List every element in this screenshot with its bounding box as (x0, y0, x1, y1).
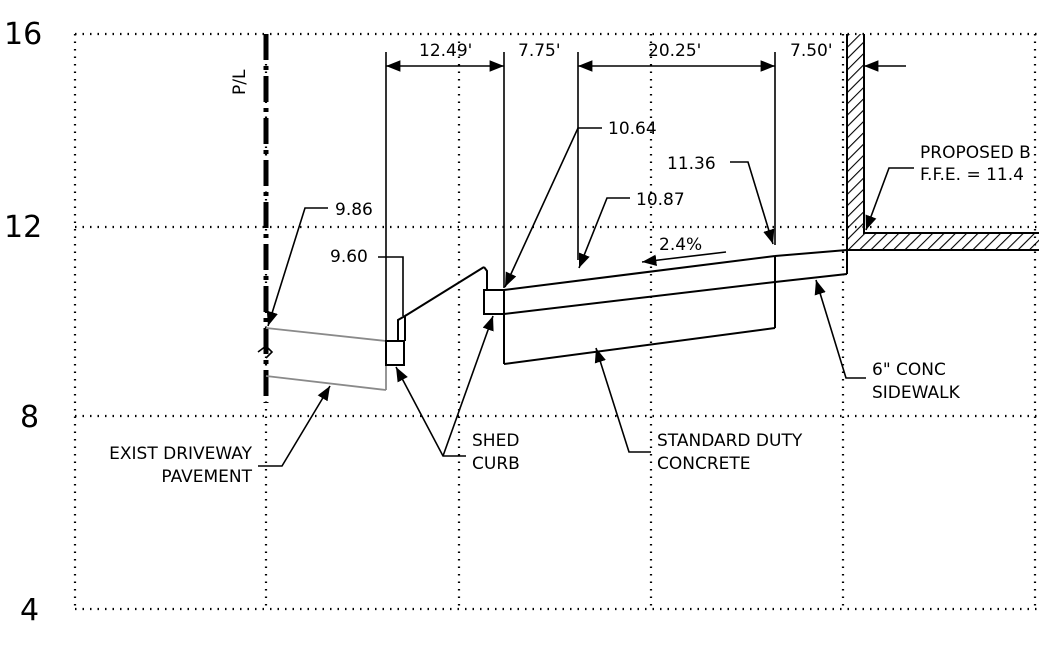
building-label-line2: F.F.E. = 11.4 (920, 165, 1024, 185)
elev-11-36: 11.36 (667, 154, 716, 174)
slope-label: 2.4% (659, 235, 702, 255)
concrete-top (503, 255, 776, 291)
building-outline (846, 34, 1039, 251)
concrete-base-top (503, 281, 776, 315)
curb-left-top (397, 314, 406, 341)
slope-callout: 2.4% (641, 235, 727, 267)
elev-10-87: 10.87 (636, 190, 685, 210)
sidewalk (774, 249, 848, 283)
concrete-label-line1: STANDARD DUTY (657, 431, 803, 451)
dim-7-50: 7.50' (790, 41, 833, 61)
standard-concrete (503, 255, 776, 365)
curb-right-block (483, 289, 505, 315)
elev-9-86: 9.86 (335, 200, 373, 220)
dim-7-75: 7.75' (518, 41, 561, 61)
curb-label-line1: SHED (472, 431, 519, 451)
driveway-label-line1: EXIST DRIVEWAY (109, 444, 252, 464)
y-tick-8: 8 (20, 400, 39, 435)
leader-10-64 (504, 127, 602, 288)
driveway-bottom (265, 375, 387, 391)
building-label: PROPOSED B F.F.E. = 11.4 (865, 143, 1031, 231)
elev-10-64: 10.64 (608, 119, 657, 139)
y-axis: 16 12 8 4 (4, 17, 42, 628)
leader-curb-b (442, 315, 494, 457)
leader-sidewalk (814, 279, 866, 379)
leader-driveway (258, 385, 331, 467)
building-wall-hatch (847, 34, 864, 233)
leader-9-86 (266, 207, 328, 327)
building (846, 34, 1039, 251)
concrete-bottom (503, 327, 776, 365)
y-tick-4: 4 (20, 593, 39, 628)
y-tick-12: 12 (4, 210, 42, 245)
leader-concrete (594, 347, 651, 453)
y-tick-16: 16 (4, 17, 42, 52)
driveway-top (265, 327, 387, 342)
leader-11-36 (730, 161, 775, 245)
building-label-line1: PROPOSED B (920, 143, 1031, 163)
curb-right-top (483, 266, 504, 291)
grid (73, 32, 1039, 611)
sidewalk-label-line1: 6" CONC (872, 360, 946, 380)
concrete-label-line2: CONCRETE (657, 454, 751, 474)
sidewalk-label-line2: SIDEWALK (872, 383, 961, 403)
slope-arrow (641, 251, 727, 267)
property-line: P/L (230, 34, 274, 403)
dim-12-49: 12.49' (419, 41, 472, 61)
driveway-label-line2: PAVEMENT (161, 467, 252, 487)
existing-driveway (265, 327, 387, 391)
leader-curb-a (395, 366, 466, 457)
break-mark (257, 344, 274, 359)
leader-10-87 (578, 197, 630, 269)
dim-20-25: 20.25' (648, 41, 701, 61)
curb-slope (404, 266, 485, 317)
lower-labels: EXIST DRIVEWAY PAVEMENT SHED CURB STANDA… (109, 279, 961, 487)
sidewalk-bottom (774, 273, 848, 283)
property-line-label: P/L (230, 69, 250, 95)
elev-9-60: 9.60 (330, 247, 368, 267)
leader-9-60 (378, 256, 404, 316)
dimensions: 12.49' 7.75' 20.25' 7.50' (385, 41, 906, 340)
elevations: 9.86 9.60 10.64 10.87 11.36 (266, 119, 775, 327)
curb-left-block (385, 340, 405, 366)
shed-curb (385, 266, 505, 366)
curb-label-line2: CURB (472, 454, 520, 474)
building-slab-hatch (847, 233, 1039, 250)
leader-building (865, 167, 914, 231)
sidewalk-top (774, 249, 848, 257)
